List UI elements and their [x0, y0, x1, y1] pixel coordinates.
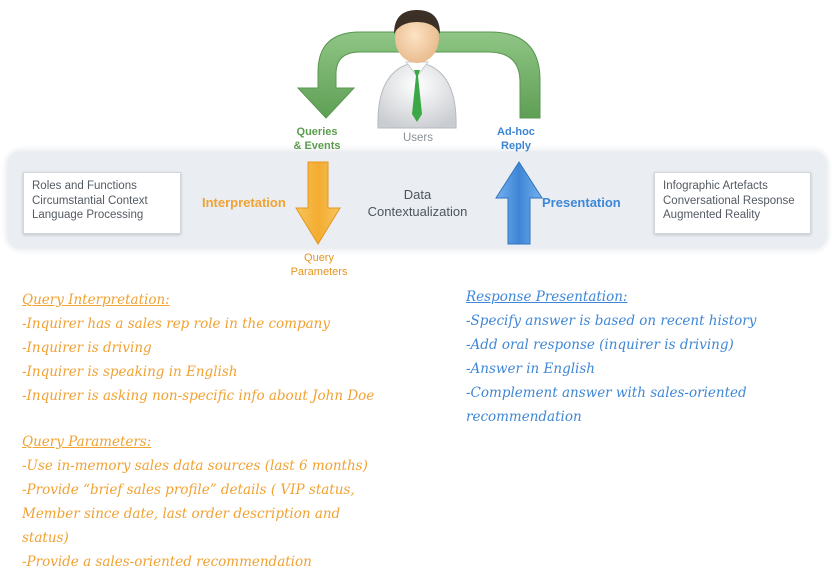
query-notes: Query Interpretation: -Inquirer has a sa…: [22, 288, 374, 574]
list-item: -Answer in English: [466, 361, 595, 377]
query-parameters-heading: Query Parameters:: [22, 434, 152, 450]
list-item: -Provide a sales-oriented recommendation: [22, 554, 312, 570]
list-item: -Inquirer has a sales rep role in the co…: [22, 316, 330, 332]
list-item: -Complement answer with sales-oriented: [466, 385, 747, 401]
list-item: -Inquirer is asking non-specific info ab…: [22, 388, 375, 404]
list-item: recommendation: [466, 409, 582, 425]
list-item: -Inquirer is speaking in English: [22, 364, 238, 380]
adhoc-reply-label: Ad-hoc Reply: [497, 126, 535, 152]
response-presentation-heading: Response Presentation:: [466, 289, 628, 305]
list-item: Member since date, last order descriptio…: [22, 506, 341, 522]
presentation-label: Presentation: [542, 195, 621, 210]
query-interpretation-heading: Query Interpretation:: [22, 292, 170, 308]
user-icon: [377, 10, 457, 129]
data-contextualization-label: Data Contextualization: [367, 187, 468, 219]
list-item: -Provide “brief sales profile” details (…: [22, 482, 355, 498]
query-parameters-label: Query Parameters: [290, 252, 348, 278]
list-item: -Specify answer is based on recent histo…: [466, 313, 757, 329]
list-item: -Inquirer is driving: [22, 340, 152, 356]
input-context-box: Roles and Functions Circumstantial Conte…: [23, 172, 181, 234]
queries-events-label: Queries & Events: [293, 126, 341, 152]
interpretation-label: Interpretation: [202, 195, 286, 210]
list-item: status): [22, 530, 69, 546]
output-format-box: Infographic Artefacts Conversational Res…: [654, 172, 811, 234]
list-item: -Add oral response (inquirer is driving): [466, 337, 734, 353]
down-arrow-icon: [295, 161, 341, 245]
response-notes: Response Presentation: -Specify answer i…: [466, 285, 756, 429]
list-item: -Use in-memory sales data sources (last …: [22, 458, 368, 474]
up-arrow-icon: [495, 161, 543, 245]
users-label: Users: [402, 132, 434, 144]
